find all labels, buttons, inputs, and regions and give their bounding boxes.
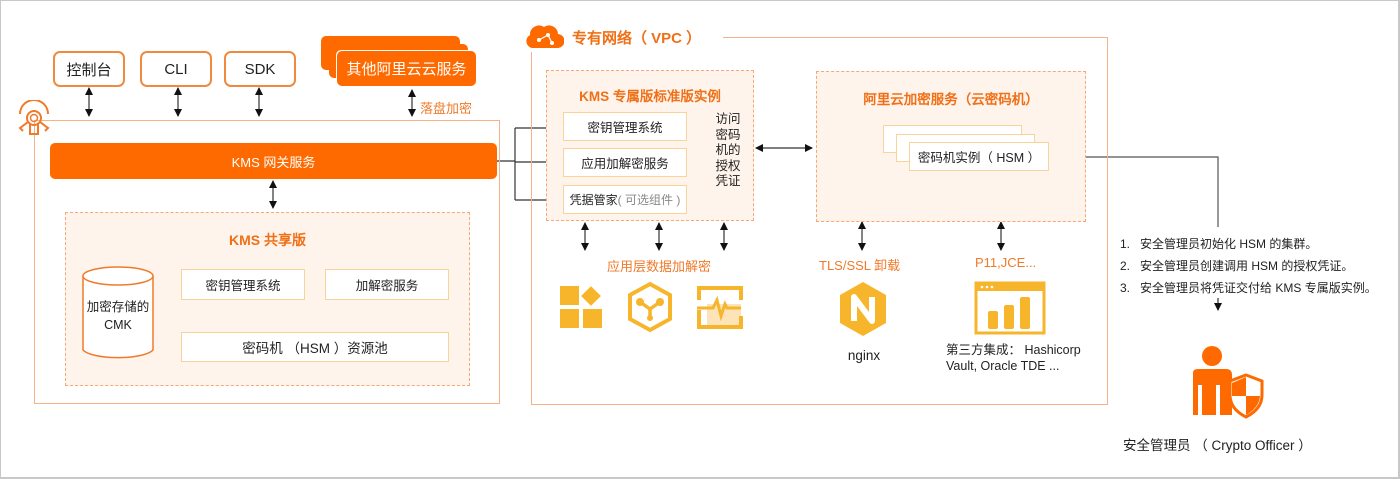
dedicated-app-crypto-box: 应用加解密服务 — [563, 148, 687, 177]
third-party-chart-icon — [974, 281, 1046, 335]
console-label: 控制台 — [66, 61, 112, 79]
other-services-box: 其他阿里云云服务 — [337, 51, 476, 86]
dedicated-key-mgmt-box: 密钥管理系统 — [563, 112, 687, 141]
third-party-line2: Vault, Oracle TDE ... — [946, 359, 1060, 373]
cli-box: CLI — [140, 51, 212, 87]
dedicated-key-mgmt-label: 密钥管理系统 — [587, 121, 663, 135]
app-layer-label: 应用层数据加解密 — [607, 259, 712, 274]
step-number: 1. — [1120, 237, 1131, 251]
console-box: 控制台 — [53, 51, 125, 87]
vpc-top-border — [720, 37, 1108, 38]
vpc-container — [531, 37, 1108, 405]
setup-step: 2. 安全管理员创建调用 HSM 的授权凭证。 — [1120, 255, 1377, 277]
shared-crypto-service-label: 加解密服务 — [355, 279, 419, 293]
shared-crypto-service-box: 加解密服务 — [325, 269, 449, 300]
step-number: 2. — [1120, 259, 1131, 273]
step-text: 安全管理员创建调用 HSM 的授权凭证。 — [1140, 259, 1354, 273]
access-credential-line: 授权 — [715, 158, 741, 173]
access-credential-line: 密码 — [715, 127, 741, 142]
kms-gateway: KMS 网关服务 — [50, 143, 497, 179]
cmk-storage-cylinder-icon — [82, 266, 154, 359]
crypto-officer-icon — [1193, 346, 1264, 419]
third-party-line1: 第三方集成： Hashicorp — [946, 343, 1081, 357]
third-party-label: 第三方集成： Hashicorp Vault, Oracle TDE ... — [946, 342, 1081, 374]
dedicated-secrets-box: 凭据管家( 可选组件 ) — [563, 185, 687, 214]
hsm-instance-label: 密码机实例（ HSM ） — [917, 151, 1041, 165]
kms-gateway-label: KMS 网关服务 — [231, 154, 316, 170]
secrets-optional-label: ( 可选组件 ) — [617, 193, 681, 207]
hsm-pool-label: 密码机 （HSM ）资源池 — [242, 341, 388, 356]
app-grid-icon — [560, 286, 602, 328]
vpc-title: 专有网络（ VPC ） — [572, 30, 702, 47]
sdk-box: SDK — [224, 51, 296, 87]
access-credential-line: 机的 — [715, 143, 741, 157]
cmk-storage-line2: CMK — [104, 318, 132, 332]
crypto-officer-label: 安全管理员 （ Crypto Officer ） — [1123, 438, 1312, 453]
cmk-storage-line1: 加密存储的 — [86, 300, 150, 314]
other-services-label: 其他阿里云云服务 — [346, 61, 467, 78]
vpc-cloud-icon — [526, 25, 564, 49]
p11-jce-label: P11,JCE... — [975, 255, 1037, 270]
disk-encryption-label: 落盘加密 — [420, 101, 473, 116]
secrets-manager-label: 凭据管家 — [569, 193, 618, 207]
kms-dedicated-title: KMS 专属版标准版实例 — [579, 89, 721, 104]
app-monitor-icon — [697, 286, 743, 329]
step-text: 安全管理员初始化 HSM 的集群。 — [1140, 237, 1318, 251]
access-credential-line: 凭证 — [715, 174, 741, 188]
kms-shared-title: KMS 共享版 — [229, 232, 306, 248]
shared-key-mgmt-box: 密钥管理系统 — [181, 269, 305, 300]
step-text: 安全管理员将凭证交付给 KMS 专属版实例。 — [1140, 281, 1377, 295]
sdk-label: SDK — [244, 60, 276, 78]
shared-key-mgmt-label: 密钥管理系统 — [205, 279, 281, 293]
cloud-hsm-title: 阿里云加密服务（云密码机） — [863, 92, 1039, 107]
dedicated-app-crypto-label: 应用加解密服务 — [581, 157, 669, 171]
kms-logo-icon — [18, 100, 50, 135]
setup-step: 3. 安全管理员将凭证交付给 KMS 专属版实例。 — [1120, 277, 1377, 299]
cli-label: CLI — [164, 60, 188, 78]
app-hexagon-node-icon — [628, 281, 672, 333]
cmk-storage-label: 加密存储的 CMK — [81, 298, 155, 334]
access-credential-label: 访问 密码 机的 授权 凭证 — [712, 112, 744, 190]
hsm-pool-box: 密码机 （HSM ）资源池 — [181, 332, 449, 362]
nginx-icon — [840, 282, 886, 336]
setup-step: 1. 安全管理员初始化 HSM 的集群。 — [1120, 233, 1377, 255]
hsm-instance-box: 密码机实例（ HSM ） — [909, 142, 1049, 171]
setup-steps-list: 1. 安全管理员初始化 HSM 的集群。 2. 安全管理员创建调用 HSM 的授权凭… — [1120, 233, 1377, 299]
kms-outer-container — [34, 120, 500, 404]
tls-offload-label: TLS/SSL 卸载 — [819, 258, 901, 273]
access-credential-line: 访问 — [715, 112, 741, 126]
step-number: 3. — [1120, 281, 1131, 295]
nginx-label: nginx — [847, 348, 881, 363]
